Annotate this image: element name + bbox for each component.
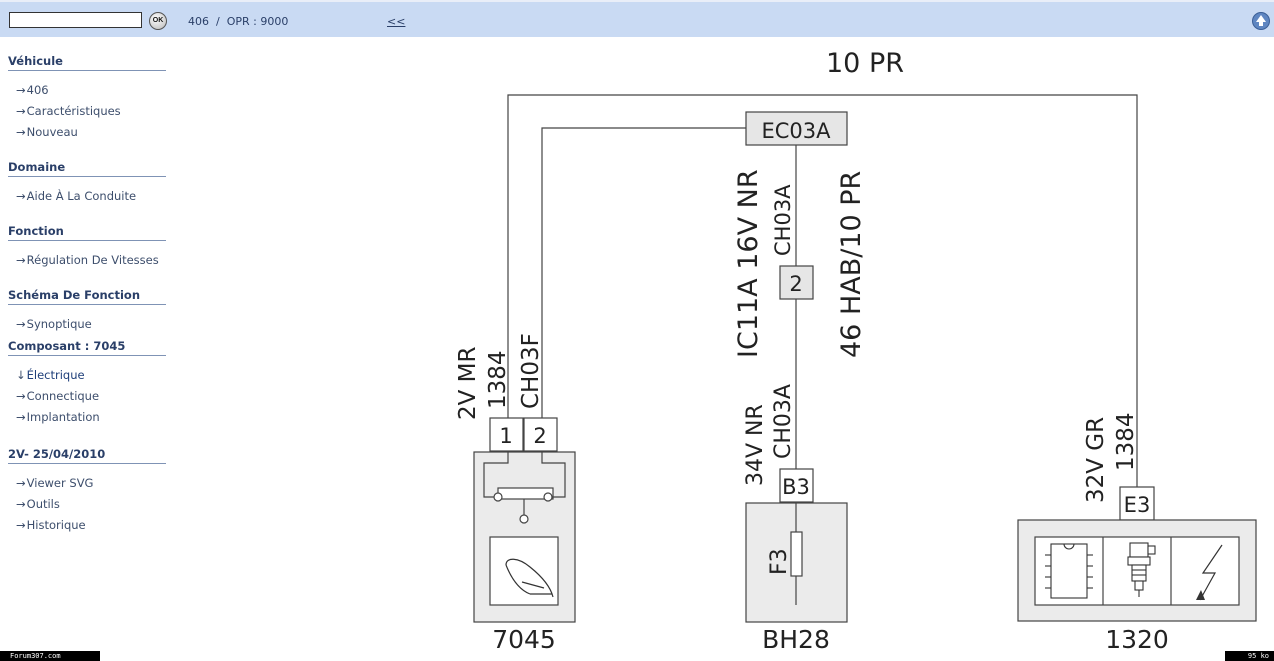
footer-size-tag: 95 ko xyxy=(1225,651,1274,661)
arrow-right-icon: → xyxy=(16,410,26,424)
arrow-right-icon: → xyxy=(16,125,26,139)
pin-b3[interactable] xyxy=(779,468,814,503)
sidebar-item-caracteristiques[interactable]: →Caractéristiques xyxy=(16,104,121,118)
wires xyxy=(507,94,1138,487)
search-input[interactable] xyxy=(9,12,142,28)
sidebar-item-nouveau[interactable]: →Nouveau xyxy=(16,125,78,139)
wire-label-1384-left: 1384 xyxy=(485,350,511,409)
fuse-label: F3 xyxy=(767,548,792,575)
wire-label-34v-nr: 34V NR xyxy=(743,404,768,486)
section-title-fonction: Fonction xyxy=(8,224,166,241)
arrow-right-icon: → xyxy=(16,189,26,203)
section-title-composant: Composant : 7045 xyxy=(8,339,166,356)
wire-label-ch03a-upper: CH03A xyxy=(771,184,795,256)
footer-site-tag: Forum307.com xyxy=(0,651,100,661)
junction-2-label: 2 xyxy=(789,272,802,296)
arrow-right-icon: → xyxy=(16,104,26,118)
chip-icon xyxy=(1045,543,1093,599)
pin-1[interactable] xyxy=(489,417,524,452)
pin-e3[interactable] xyxy=(1119,486,1155,521)
wire-ch03f xyxy=(541,127,746,418)
wire-label-1384-right: 1384 xyxy=(1113,412,1139,471)
injector-icon xyxy=(1127,542,1156,597)
sidebar-item-implantation[interactable]: →Implantation xyxy=(16,410,100,424)
arrow-right-icon: → xyxy=(16,518,26,532)
pin-2[interactable] xyxy=(523,417,558,452)
arrow-right-icon: → xyxy=(16,389,26,403)
sidebar-item-outils[interactable]: →Outils xyxy=(16,497,60,511)
wire-label-32v-gr: 32V GR xyxy=(1083,417,1109,503)
arrow-right-icon: → xyxy=(16,253,26,267)
junction-2[interactable] xyxy=(779,265,814,300)
sidebar-item-aide-conduite[interactable]: →Aide À La Conduite xyxy=(16,189,137,203)
arrow-right-icon: → xyxy=(16,476,26,490)
arrow-right-icon: → xyxy=(16,497,26,511)
fuse-icon xyxy=(790,531,803,577)
sidebar-item-viewer-svg[interactable]: →Viewer SVG xyxy=(16,476,94,490)
top-toolbar: OK 406 / OPR : 9000 << xyxy=(0,0,1274,37)
sidebar-item-regulation[interactable]: →Régulation De Vitesses xyxy=(16,253,159,267)
pin-b3-label: B3 xyxy=(782,475,810,499)
pin-e3-label: E3 xyxy=(1124,493,1151,517)
section-title-version: 2V- 25/04/2010 xyxy=(8,447,166,464)
lightning-icon xyxy=(1196,544,1223,601)
back-link[interactable]: << xyxy=(387,15,406,28)
speedometer-icon xyxy=(505,558,554,598)
sidebar-item-connectique[interactable]: →Connectique xyxy=(16,389,100,403)
wire-top-loop xyxy=(507,94,1138,487)
arrow-right-icon: → xyxy=(16,317,26,331)
wire-label-ch03a-lower: CH03A xyxy=(771,384,796,459)
component-7045-label: 7045 xyxy=(492,625,556,654)
breadcrumb: 406 / OPR : 9000 xyxy=(188,15,289,28)
top-wire-label: 10 PR xyxy=(826,48,904,79)
sidebar-item-406[interactable]: →406 xyxy=(16,83,49,97)
section-title-vehicule: Véhicule xyxy=(8,54,166,71)
sidebar-item-electrique[interactable]: ↓Électrique xyxy=(16,368,85,382)
ok-button[interactable]: OK xyxy=(149,12,167,30)
component-7045[interactable] xyxy=(473,451,576,623)
pin-2-label: 2 xyxy=(533,424,546,448)
sidebar-item-synoptique[interactable]: →Synoptique xyxy=(16,317,92,331)
section-title-domaine: Domaine xyxy=(8,160,166,177)
connector-ec03a-label: EC03A xyxy=(761,119,831,143)
component-1320-label: 1320 xyxy=(1105,625,1169,654)
connector-ec03a[interactable] xyxy=(745,111,848,146)
arrow-right-icon: → xyxy=(16,83,26,97)
section-title-schema: Schéma De Fonction xyxy=(8,288,166,305)
arrow-down-icon: ↓ xyxy=(16,368,26,382)
wire-label-ch03f: CH03F xyxy=(518,333,544,409)
sidebar-item-historique[interactable]: →Historique xyxy=(16,518,86,532)
up-arrow-icon[interactable] xyxy=(1252,12,1270,30)
wire-label-ic11a: IC11A 16V NR xyxy=(733,169,764,358)
wire-label-46hab: 46 HAB/10 PR xyxy=(836,171,867,358)
component-bh28-label: BH28 xyxy=(762,625,830,654)
wire-label-2v-mr: 2V MR xyxy=(455,346,481,420)
pin-1-label: 1 xyxy=(499,424,512,448)
